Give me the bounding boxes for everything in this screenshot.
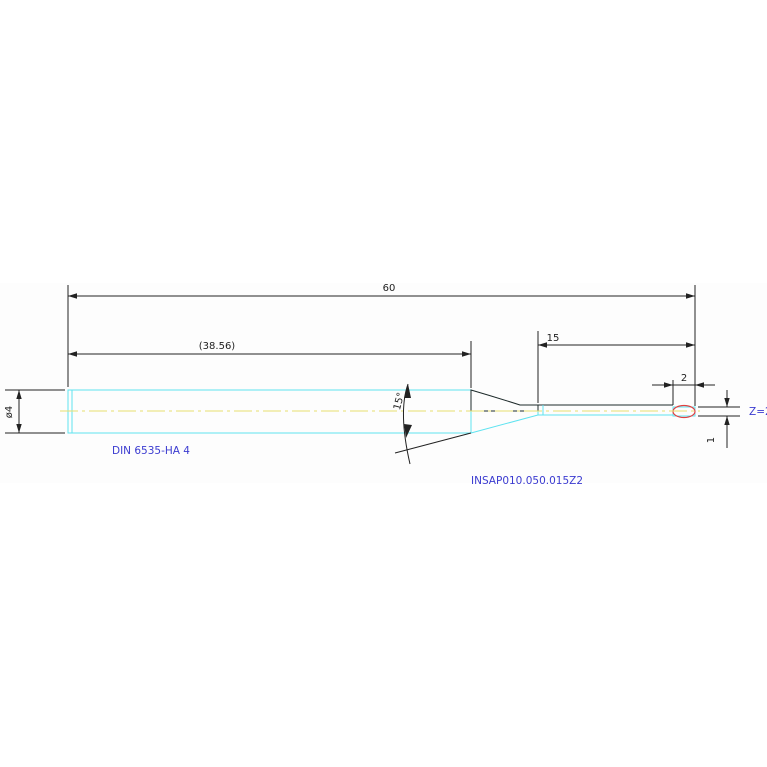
tool-geometry: [60, 389, 700, 434]
flutes-label: Z=2: [749, 406, 767, 418]
taper-angle-dimension: 15°: [392, 383, 472, 465]
flute-length-dimension: 15: [537, 331, 695, 403]
taper-section: [470, 389, 539, 412]
tip-length-label: 2: [681, 373, 687, 384]
shank-diameter-dimension: ø4: [4, 389, 65, 434]
flute-length-label: 15: [547, 333, 560, 344]
shank-length-dimension: (38.56): [68, 341, 472, 388]
shank-length-label: (38.56): [199, 341, 236, 352]
shank-standard-label: DIN 6535-HA 4: [112, 445, 190, 457]
neck-offset-label: 1: [706, 437, 717, 443]
tip-length-dimension: 2: [652, 373, 715, 405]
drawing-background: [0, 283, 767, 483]
neck-offset-dimension: 1: [698, 390, 740, 448]
shank-diameter-label: ø4: [4, 406, 15, 418]
overall-length-label: 60: [383, 283, 396, 294]
part-number-label: INSAP010.050.015Z2: [471, 475, 583, 487]
taper-angle-label: 15°: [392, 391, 407, 411]
